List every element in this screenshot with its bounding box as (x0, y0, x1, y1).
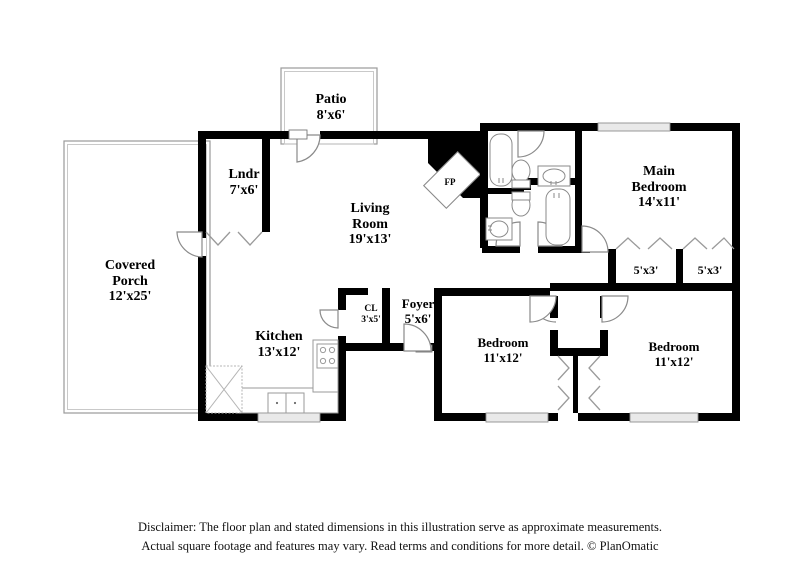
closet-dimensions: 5'x3' (697, 263, 723, 277)
room-name-line1: Living (350, 201, 390, 216)
windows (257, 122, 699, 423)
room-label-patio: Patio 8'x6' (315, 92, 346, 123)
room-label-main-bedroom: Main Bedroom 14'x11' (632, 164, 687, 211)
room-name: Foyer (401, 296, 435, 311)
room-dimensions: 12'x25' (108, 289, 152, 305)
room-dimensions: 19'x13' (348, 232, 392, 248)
room-dimensions: 7'x6' (229, 182, 259, 198)
room-name-line1: Covered (104, 258, 156, 273)
disclaimer: Disclaimer: The floor plan and stated di… (0, 518, 800, 557)
room-label-bedroom-3: Bedroom 11'x12' (648, 339, 700, 369)
kitchen-fixtures (205, 339, 339, 414)
room-name: Kitchen (255, 329, 303, 344)
room-name-line2: Room (352, 216, 388, 232)
room-dimensions: 5'x6' (404, 310, 432, 326)
room-label-closet-hall: CL 3'x5' (361, 304, 381, 325)
fireplace-text: FP (444, 177, 456, 187)
room-label-kitchen: Kitchen 13'x12' (255, 329, 302, 360)
room-name-line2: Porch (112, 273, 148, 289)
disclaimer-line-2: Actual square footage and features may v… (141, 539, 659, 554)
bathroom-fixtures (485, 133, 571, 246)
room-dimensions: 8'x6' (316, 107, 346, 123)
closet-dimensions: 5'x3' (633, 263, 659, 277)
room-label-covered-porch: Covered Porch 12'x25' (105, 258, 155, 305)
room-name: Bedroom (648, 339, 700, 354)
room-name-line1: Main (643, 164, 675, 179)
room-dimensions: 11'x12' (654, 353, 694, 369)
room-name-line2: Bedroom (631, 179, 687, 195)
covered-porch-outline (63, 140, 211, 414)
room-dimensions: 13'x12' (257, 344, 301, 360)
disclaimer-line-1: Disclaimer: The floor plan and stated di… (138, 520, 662, 534)
room-dimensions: 11'x12' (483, 349, 523, 365)
fireplace-shape (422, 131, 484, 210)
room-name: Patio (315, 92, 347, 107)
room-label-living-room: Living Room 19'x13' (349, 201, 392, 248)
closet-label-main-left: 5'x3' (633, 263, 659, 277)
fireplace-label: FP (445, 177, 456, 187)
room-dimensions: 3'x5' (361, 314, 381, 325)
room-label-foyer: Foyer 5'x6' (401, 296, 435, 326)
room-label-lndr: Lndr 7'x6' (228, 167, 259, 198)
closet-label-main-right: 5'x3' (697, 263, 723, 277)
patio-outline (280, 67, 378, 145)
room-name: Lndr (228, 167, 260, 182)
room-label-bedroom-2: Bedroom 11'x12' (477, 335, 529, 365)
room-name: CL (364, 304, 378, 314)
room-dimensions: 14'x11' (637, 195, 680, 211)
room-name: Bedroom (477, 335, 529, 350)
